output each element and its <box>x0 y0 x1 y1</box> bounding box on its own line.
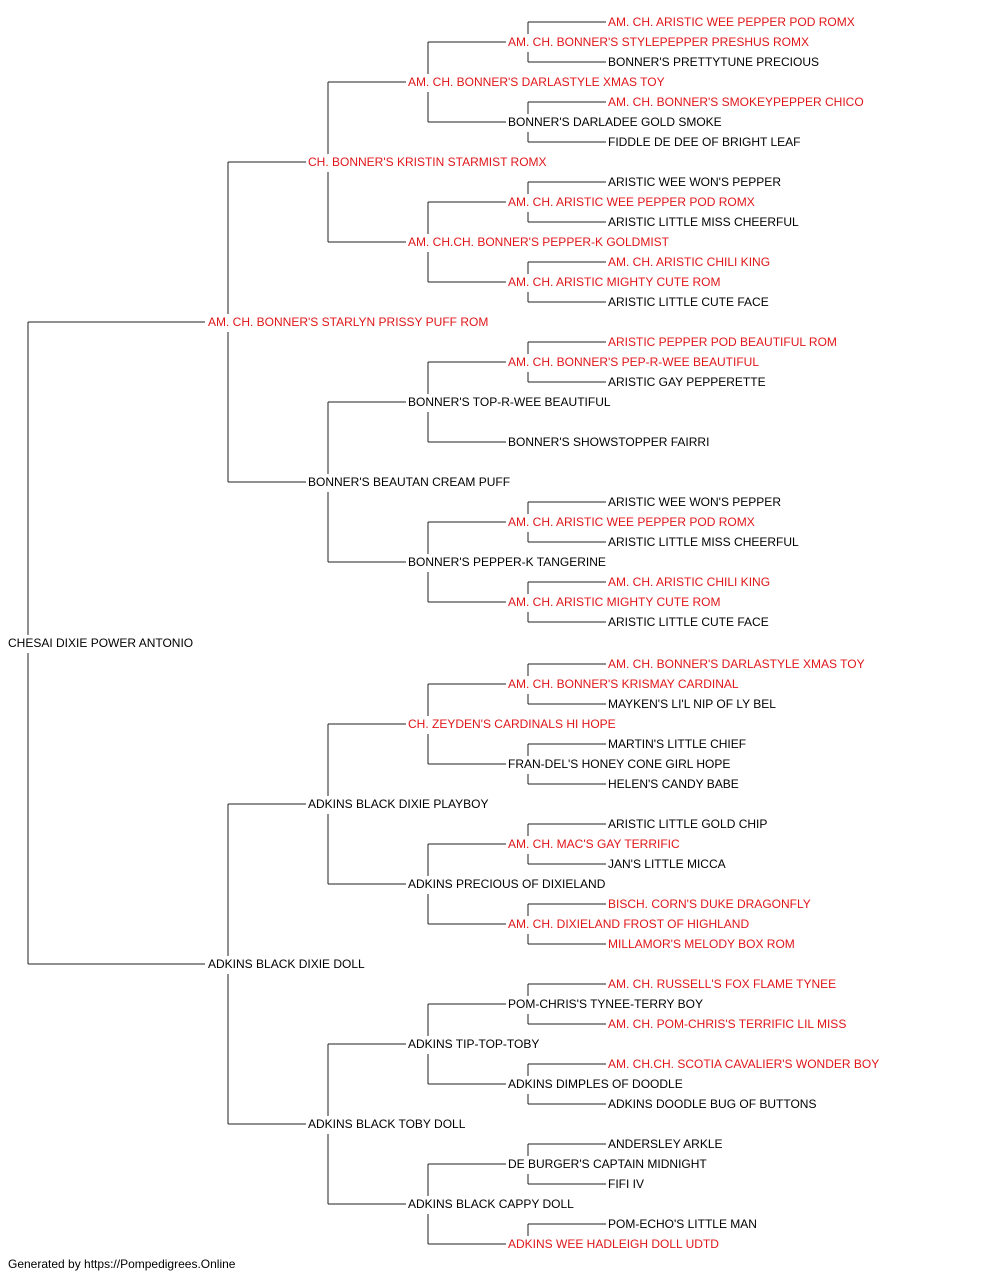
ancestor-name: BISCH. CORN'S DUKE DRAGONFLY <box>608 897 811 911</box>
ancestor-name: DE BURGER'S CAPTAIN MIDNIGHT <box>508 1157 707 1171</box>
ancestor-name: AM. CH. ARISTIC CHILI KING <box>608 255 770 269</box>
ancestor-name: AM. CH.CH. BONNER'S PEPPER-K GOLDMIST <box>408 235 670 249</box>
ancestor-name: AM. CH. BONNER'S DARLASTYLE XMAS TOY <box>608 657 865 671</box>
ancestor-name: MILLAMOR'S MELODY BOX ROM <box>608 937 795 951</box>
ancestor-name: AM. CH. BONNER'S DARLASTYLE XMAS TOY <box>408 75 665 89</box>
ancestor-name: ADKINS WEE HADLEIGH DOLL UDTD <box>508 1237 719 1250</box>
ancestor-name: ADKINS BLACK CAPPY DOLL <box>408 1197 574 1211</box>
ancestor-name: ARISTIC GAY PEPPERETTE <box>608 375 766 389</box>
ancestor-name: AM. CH. ARISTIC WEE PEPPER POD ROMX <box>508 195 755 209</box>
ancestor-name: BONNER'S PEPPER-K TANGERINE <box>408 555 606 569</box>
ancestor-name: FIFI IV <box>608 1177 644 1191</box>
ancestor-name: BONNER'S SHOWSTOPPER FAIRRI <box>508 435 709 449</box>
ancestor-name: AM. CH. BONNER'S STARLYN PRISSY PUFF ROM <box>208 315 488 329</box>
ancestor-name: AM. CH. DIXIELAND FROST OF HIGHLAND <box>508 917 749 931</box>
ancestor-name: ANDERSLEY ARKLE <box>608 1137 723 1151</box>
generated-by-footer: Generated by https://Pompedigrees.Online <box>8 1257 236 1271</box>
ancestor-name: FIDDLE DE DEE OF BRIGHT LEAF <box>608 135 800 149</box>
ancestor-name: HELEN'S CANDY BABE <box>608 777 739 791</box>
ancestor-name: AM. CH. POM-CHRIS'S TERRIFIC LIL MISS <box>608 1017 846 1031</box>
ancestor-name: ADKINS DIMPLES OF DOODLE <box>508 1077 683 1091</box>
ancestor-name: AM. CH. ARISTIC WEE PEPPER POD ROMX <box>608 15 855 29</box>
ancestor-name: ARISTIC PEPPER POD BEAUTIFUL ROM <box>608 335 837 349</box>
ancestor-name: ADKINS TIP-TOP-TOBY <box>408 1037 539 1051</box>
ancestor-name: POM-CHRIS'S TYNEE-TERRY BOY <box>508 997 703 1011</box>
ancestor-name: ARISTIC WEE WON'S PEPPER <box>608 495 781 509</box>
ancestor-name: AM. CH. ARISTIC MIGHTY CUTE ROM <box>508 595 720 609</box>
ancestor-name: ARISTIC WEE WON'S PEPPER <box>608 175 781 189</box>
ancestor-name: ADKINS BLACK TOBY DOLL <box>308 1117 466 1131</box>
connector-lines <box>27 21 606 1245</box>
ancestor-name: JAN'S LITTLE MICCA <box>608 857 726 871</box>
ancestor-name: ADKINS DOODLE BUG OF BUTTONS <box>608 1097 816 1111</box>
ancestor-name: BONNER'S TOP-R-WEE BEAUTIFUL <box>408 395 611 409</box>
ancestor-name: ARISTIC LITTLE CUTE FACE <box>608 295 769 309</box>
ancestor-name: ADKINS BLACK DIXIE DOLL <box>208 957 365 971</box>
ancestor-name: ADKINS PRECIOUS OF DIXIELAND <box>408 877 606 891</box>
ancestor-name: AM. CH.CH. SCOTIA CAVALIER'S WONDER BOY <box>608 1057 879 1071</box>
ancestor-name: AM. CH. BONNER'S SMOKEYPEPPER CHICO <box>608 95 864 109</box>
ancestor-name: AM. CH. RUSSELL'S FOX FLAME TYNEE <box>608 977 836 991</box>
ancestor-name: BONNER'S DARLADEE GOLD SMOKE <box>508 115 722 129</box>
ancestor-name: BONNER'S PRETTYTUNE PRECIOUS <box>608 55 819 69</box>
ancestor-name: MARTIN'S LITTLE CHIEF <box>608 737 746 751</box>
ancestor-name: FRAN-DEL'S HONEY CONE GIRL HOPE <box>508 757 730 771</box>
ancestor-labels: CHESAI DIXIE POWER ANTONIO AM. CH. BONNER… <box>8 15 879 1250</box>
ancestor-name: AM. CH. ARISTIC CHILI KING <box>608 575 770 589</box>
ancestor-name: MAYKEN'S LI'L NIP OF LY BEL <box>608 697 776 711</box>
ancestor-name: ARISTIC LITTLE MISS CHEERFUL <box>608 215 799 229</box>
ancestor-name: ARISTIC LITTLE MISS CHEERFUL <box>608 535 799 549</box>
ancestor-name: POM-ECHO'S LITTLE MAN <box>608 1217 757 1231</box>
ancestor-name: BONNER'S BEAUTAN CREAM PUFF <box>308 475 510 489</box>
subject-name: CHESAI DIXIE POWER ANTONIO <box>8 636 193 650</box>
ancestor-name: ARISTIC LITTLE CUTE FACE <box>608 615 769 629</box>
ancestor-name: ARISTIC LITTLE GOLD CHIP <box>608 817 767 831</box>
ancestor-name: AM. CH. BONNER'S STYLEPEPPER PRESHUS ROM… <box>508 35 809 49</box>
pedigree-tree: CHESAI DIXIE POWER ANTONIO AM. CH. BONNER… <box>8 15 879 1250</box>
ancestor-name: AM. CH. MAC'S GAY TERRIFIC <box>508 837 680 851</box>
ancestor-name: AM. CH. BONNER'S PEP-R-WEE BEAUTIFUL <box>508 355 759 369</box>
ancestor-name: ADKINS BLACK DIXIE PLAYBOY <box>308 797 489 811</box>
ancestor-name: AM. CH. ARISTIC MIGHTY CUTE ROM <box>508 275 720 289</box>
ancestor-name: AM. CH. ARISTIC WEE PEPPER POD ROMX <box>508 515 755 529</box>
ancestor-name: CH. BONNER'S KRISTIN STARMIST ROMX <box>308 155 547 169</box>
ancestor-name: AM. CH. BONNER'S KRISMAY CARDINAL <box>508 677 739 691</box>
ancestor-name: CH. ZEYDEN'S CARDINALS HI HOPE <box>408 717 616 731</box>
